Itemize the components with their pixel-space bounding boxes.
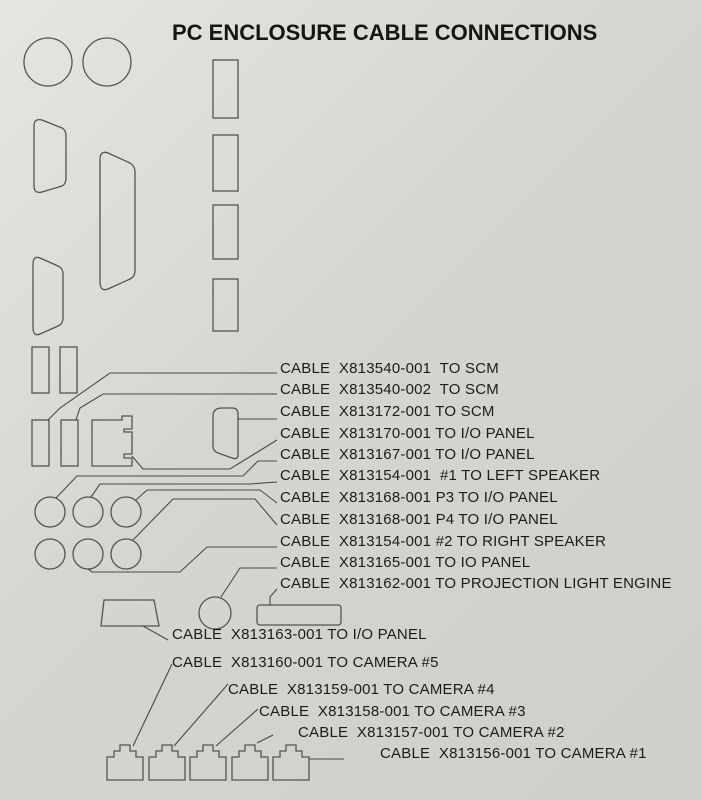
cable-label: CABLE X813154-001 #2 TO RIGHT SPEAKER bbox=[280, 533, 606, 550]
audio-jack-outline bbox=[110, 496, 142, 528]
rj45-jacks bbox=[106, 744, 310, 781]
cable-label: CABLE X813165-001 TO IO PANEL bbox=[280, 554, 530, 571]
audio-jack-outline bbox=[72, 538, 104, 570]
dsub-port-outline bbox=[33, 118, 67, 194]
dsub-port-outline bbox=[212, 407, 239, 460]
rj45-jack-outline bbox=[106, 744, 144, 781]
audio-jack-outline bbox=[110, 538, 142, 570]
audio-jack-outline bbox=[34, 496, 66, 528]
dsub-port-outline bbox=[32, 256, 64, 336]
leader-lines bbox=[47, 372, 344, 760]
slot-outline bbox=[59, 346, 78, 394]
cable-label: CABLE X813172-001 TO SCM bbox=[280, 403, 495, 420]
cable-label: CABLE X813158-001 TO CAMERA #3 bbox=[259, 703, 526, 720]
cable-label: CABLE X813163-001 TO I/O PANEL bbox=[172, 626, 427, 643]
audio-jack-outline bbox=[34, 538, 66, 570]
cable-label: CABLE X813540-002 TO SCM bbox=[280, 381, 499, 398]
trapezoid-port-outline bbox=[100, 599, 160, 627]
cable-labels: CABLE X813540-001 TO SCM CABLE X813540-0… bbox=[172, 360, 672, 762]
keyed-connector-outline bbox=[91, 415, 133, 467]
slot-outline bbox=[31, 346, 50, 394]
rj45-jack-outline bbox=[189, 744, 227, 781]
cable-label: CABLE X813170-001 TO I/O PANEL bbox=[280, 425, 535, 442]
rj45-jack-outline bbox=[272, 744, 310, 781]
rj45-jack-outline bbox=[148, 744, 186, 781]
panel-title: PC ENCLOSURE CABLE CONNECTIONS bbox=[172, 20, 597, 45]
rj45-jack-outline bbox=[231, 744, 269, 781]
slot-outline bbox=[31, 419, 50, 467]
wide-port-outline bbox=[256, 604, 342, 626]
slot-outline bbox=[212, 59, 239, 119]
cable-label: CABLE X813167-001 TO I/O PANEL bbox=[280, 446, 535, 463]
cable-label: CABLE X813154-001 #1 TO LEFT SPEAKER bbox=[280, 467, 600, 484]
slot-outline bbox=[60, 419, 79, 467]
round-port-outline bbox=[198, 596, 232, 630]
cable-label: CABLE X813157-001 TO CAMERA #2 bbox=[298, 724, 565, 741]
audio-jack-outline bbox=[72, 496, 104, 528]
cable-label: CABLE X813168-001 P3 TO I/O PANEL bbox=[280, 489, 558, 506]
slot-outline bbox=[212, 134, 239, 192]
cable-label: CABLE X813168-001 P4 TO I/O PANEL bbox=[280, 511, 558, 528]
slot-outline bbox=[212, 204, 239, 260]
dsub-port-outline bbox=[99, 151, 136, 291]
slot-outline bbox=[212, 278, 239, 332]
round-port-outline bbox=[82, 37, 132, 87]
cable-label: CABLE X813156-001 TO CAMERA #1 bbox=[380, 745, 647, 762]
cable-label: CABLE X813162-001 TO PROJECTION LIGHT EN… bbox=[280, 575, 672, 592]
cable-label: CABLE X813540-001 TO SCM bbox=[280, 360, 499, 377]
cable-label: CABLE X813160-001 TO CAMERA #5 bbox=[172, 654, 439, 671]
round-port-outline bbox=[23, 37, 73, 87]
cable-label: CABLE X813159-001 TO CAMERA #4 bbox=[228, 681, 495, 698]
